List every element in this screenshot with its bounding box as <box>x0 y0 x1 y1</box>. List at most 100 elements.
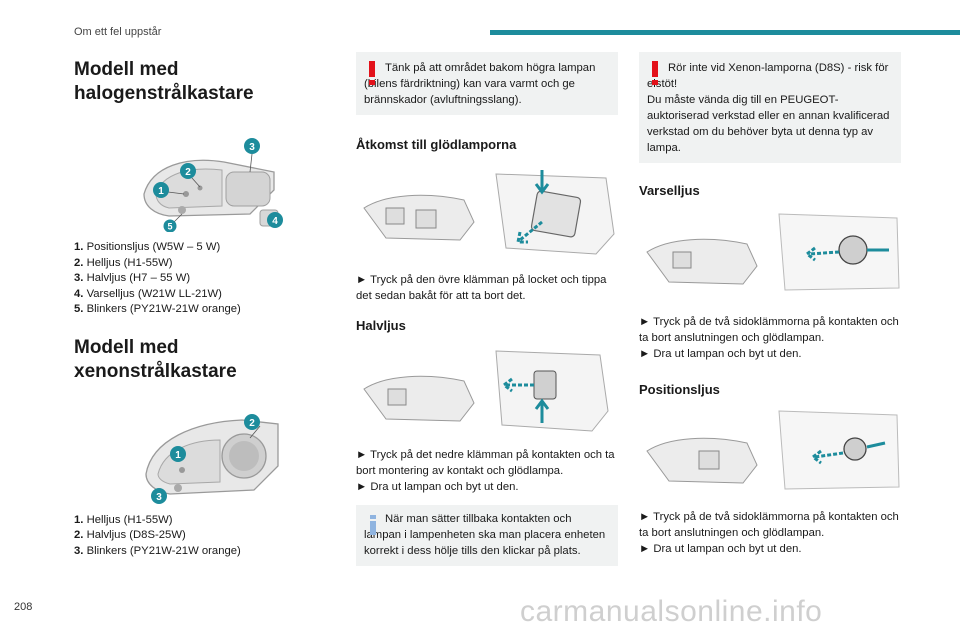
arrow-left-icon <box>804 246 840 262</box>
list-item: 1. Helljus (H1-55W) <box>74 513 288 529</box>
lamp-window <box>672 251 692 269</box>
list-item-number: 4. <box>74 287 84 300</box>
list-item-text: Positionsljus (W5W – 5 W) <box>86 241 221 253</box>
low-beam-title: Halvljus <box>356 318 406 333</box>
xenon-title: Modell med xenonstrålkastare <box>74 336 288 384</box>
halogen-title-line1: Modell med <box>74 59 179 80</box>
list-item: 2. Helljus (H1-55W) <box>74 256 288 272</box>
bulb-spot <box>179 466 185 473</box>
drl-step2: ► Dra ut lampan och byt ut den. <box>639 348 802 360</box>
list-item: 3. Blinkers (PY21W-21W orange) <box>74 544 288 560</box>
list-item-number: 5. <box>74 303 84 315</box>
callout-3-label: 3 <box>249 142 255 153</box>
watermark: carmanualsonline.info <box>520 595 823 628</box>
callout-4: 4 <box>267 212 283 228</box>
callout-3-label: 3 <box>156 492 162 503</box>
car-headlamp-front <box>363 375 475 422</box>
column-1: Modell med halogenstrålkastare 1 2 3 4 5… <box>74 52 288 559</box>
info-box: När man sätter tillbaka kontakten och la… <box>356 505 618 566</box>
lamp-window <box>387 388 407 406</box>
list-item-text: Halvljus (D8S-25W) <box>86 529 186 541</box>
xenon-headlamp-diagram: 1 2 3 <box>145 413 279 504</box>
xenon-bulb-list: 1. Helljus (H1-55W) 2. Halvljus (D8S-25W… <box>74 513 288 560</box>
callout-4-label: 4 <box>272 216 278 227</box>
halogen-lamp-inner <box>155 168 223 209</box>
section-title: Om ett fel uppstår <box>74 26 162 38</box>
halogen-reflector-right <box>225 171 271 207</box>
list-item-text: Helljus (H1-55W) <box>86 256 173 269</box>
position-light-step2: ► Dra ut lampan och byt ut den. <box>639 543 802 555</box>
page-number: 208 <box>14 601 33 613</box>
warning-text-line2: Du måste vända dig till en PEUGEOT-aukto… <box>647 94 890 154</box>
list-item-number: 2. <box>74 256 84 269</box>
list-item-text: Blinkers (PY21W-21W orange) <box>86 303 241 315</box>
access-cover-diagram <box>363 170 615 255</box>
connector <box>843 437 867 461</box>
access-step: ► Tryck på den övre klämman på locket oc… <box>356 274 607 302</box>
list-item-text: Blinkers (PY21W-21W orange) <box>86 544 241 557</box>
callout-1: 1 <box>153 182 169 198</box>
position-light-title: Positionsljus <box>639 382 720 397</box>
arrow-right-icon <box>866 441 886 449</box>
list-item-text: Varselljus (W21W LL-21W) <box>86 287 222 300</box>
halogen-title-line2: halogenstrålkastare <box>74 83 254 104</box>
access-cover <box>530 190 582 238</box>
list-item-number: 3. <box>74 272 84 284</box>
column-3: Rör inte vid Xenon-lamporna (D8S) - risk… <box>639 52 901 557</box>
warning-exclamation-icon <box>369 61 375 85</box>
list-item: 1. Positionsljus (W5W – 5 W) <box>74 240 288 256</box>
xenon-lamp-inner <box>157 438 221 485</box>
drl-diagram <box>646 213 900 291</box>
callout-2-label: 2 <box>185 167 191 178</box>
warning-text: Rör inte vid Xenon-lamporna (D8S) - risk… <box>647 62 889 90</box>
warning-exclamation-icon <box>652 61 658 85</box>
callout-3: 3 <box>244 138 260 154</box>
callout-2: 2 <box>180 163 196 179</box>
list-item: 4. Varselljus (W21W LL-21W) <box>74 287 288 303</box>
list-item: 3. Halvljus (H7 – 55 W) <box>74 271 288 287</box>
callout-2-label: 2 <box>249 418 255 429</box>
position-light-diagram <box>646 410 900 490</box>
list-item-number: 1. <box>74 513 84 526</box>
bulb-spot <box>197 185 203 191</box>
xenon-projector-lens <box>229 440 259 471</box>
callout-5-label: 5 <box>167 222 172 232</box>
arrow-left-icon <box>501 377 534 393</box>
leader-line <box>173 213 183 223</box>
warning-box: Tänk på att området bakom högra lampan (… <box>356 52 618 115</box>
connector <box>533 370 557 400</box>
access-title: Åtkomst till glödlamporna <box>356 137 517 152</box>
engine-bay-outline <box>778 410 900 490</box>
callout-2: 2 <box>244 413 260 430</box>
arrow-tilt-icon <box>516 220 543 244</box>
position-light-step1: ► Tryck på de två sidoklämmorna på konta… <box>639 511 899 539</box>
leader-line <box>167 191 185 195</box>
info-icon <box>370 515 376 535</box>
xenon-title-line2: xenonstrålkastare <box>74 360 237 382</box>
callout-1: 1 <box>170 445 186 462</box>
drl-title: Varselljus <box>639 183 700 198</box>
lamp-window <box>385 207 405 225</box>
callout-1-label: 1 <box>175 450 181 461</box>
car-headlamp-front <box>646 238 758 285</box>
column-2: Tänk på att området bakom högra lampan (… <box>356 52 618 566</box>
leader-line <box>191 177 201 188</box>
list-item: 2. Halvljus (D8S-25W) <box>74 528 288 544</box>
bulb-spot <box>174 483 182 492</box>
halogen-title: Modell med halogenstrålkastare <box>74 58 288 106</box>
low-beam-step2: ► Dra ut lampan och byt ut den. <box>356 481 519 493</box>
drl-step1: ► Tryck på de två sidoklämmorna på konta… <box>639 316 899 344</box>
list-item: 5. Blinkers (PY21W-21W orange) <box>74 302 288 318</box>
list-item-text: Helljus (H1-55W) <box>86 513 173 526</box>
bulb-spot <box>183 191 189 197</box>
connector <box>838 235 868 265</box>
leader-line <box>249 153 253 173</box>
halogen-bulb-list: 1. Positionsljus (W5W – 5 W) 2. Helljus … <box>74 240 288 318</box>
warning-box: Rör inte vid Xenon-lamporna (D8S) - risk… <box>639 52 901 163</box>
list-item-number: 2. <box>74 529 84 541</box>
arrow-up-icon <box>534 398 550 423</box>
xenon-title-line1: Modell med <box>74 336 179 358</box>
callout-5: 5 <box>163 219 177 232</box>
low-beam-diagram <box>363 350 609 432</box>
lamp-window <box>698 450 720 470</box>
